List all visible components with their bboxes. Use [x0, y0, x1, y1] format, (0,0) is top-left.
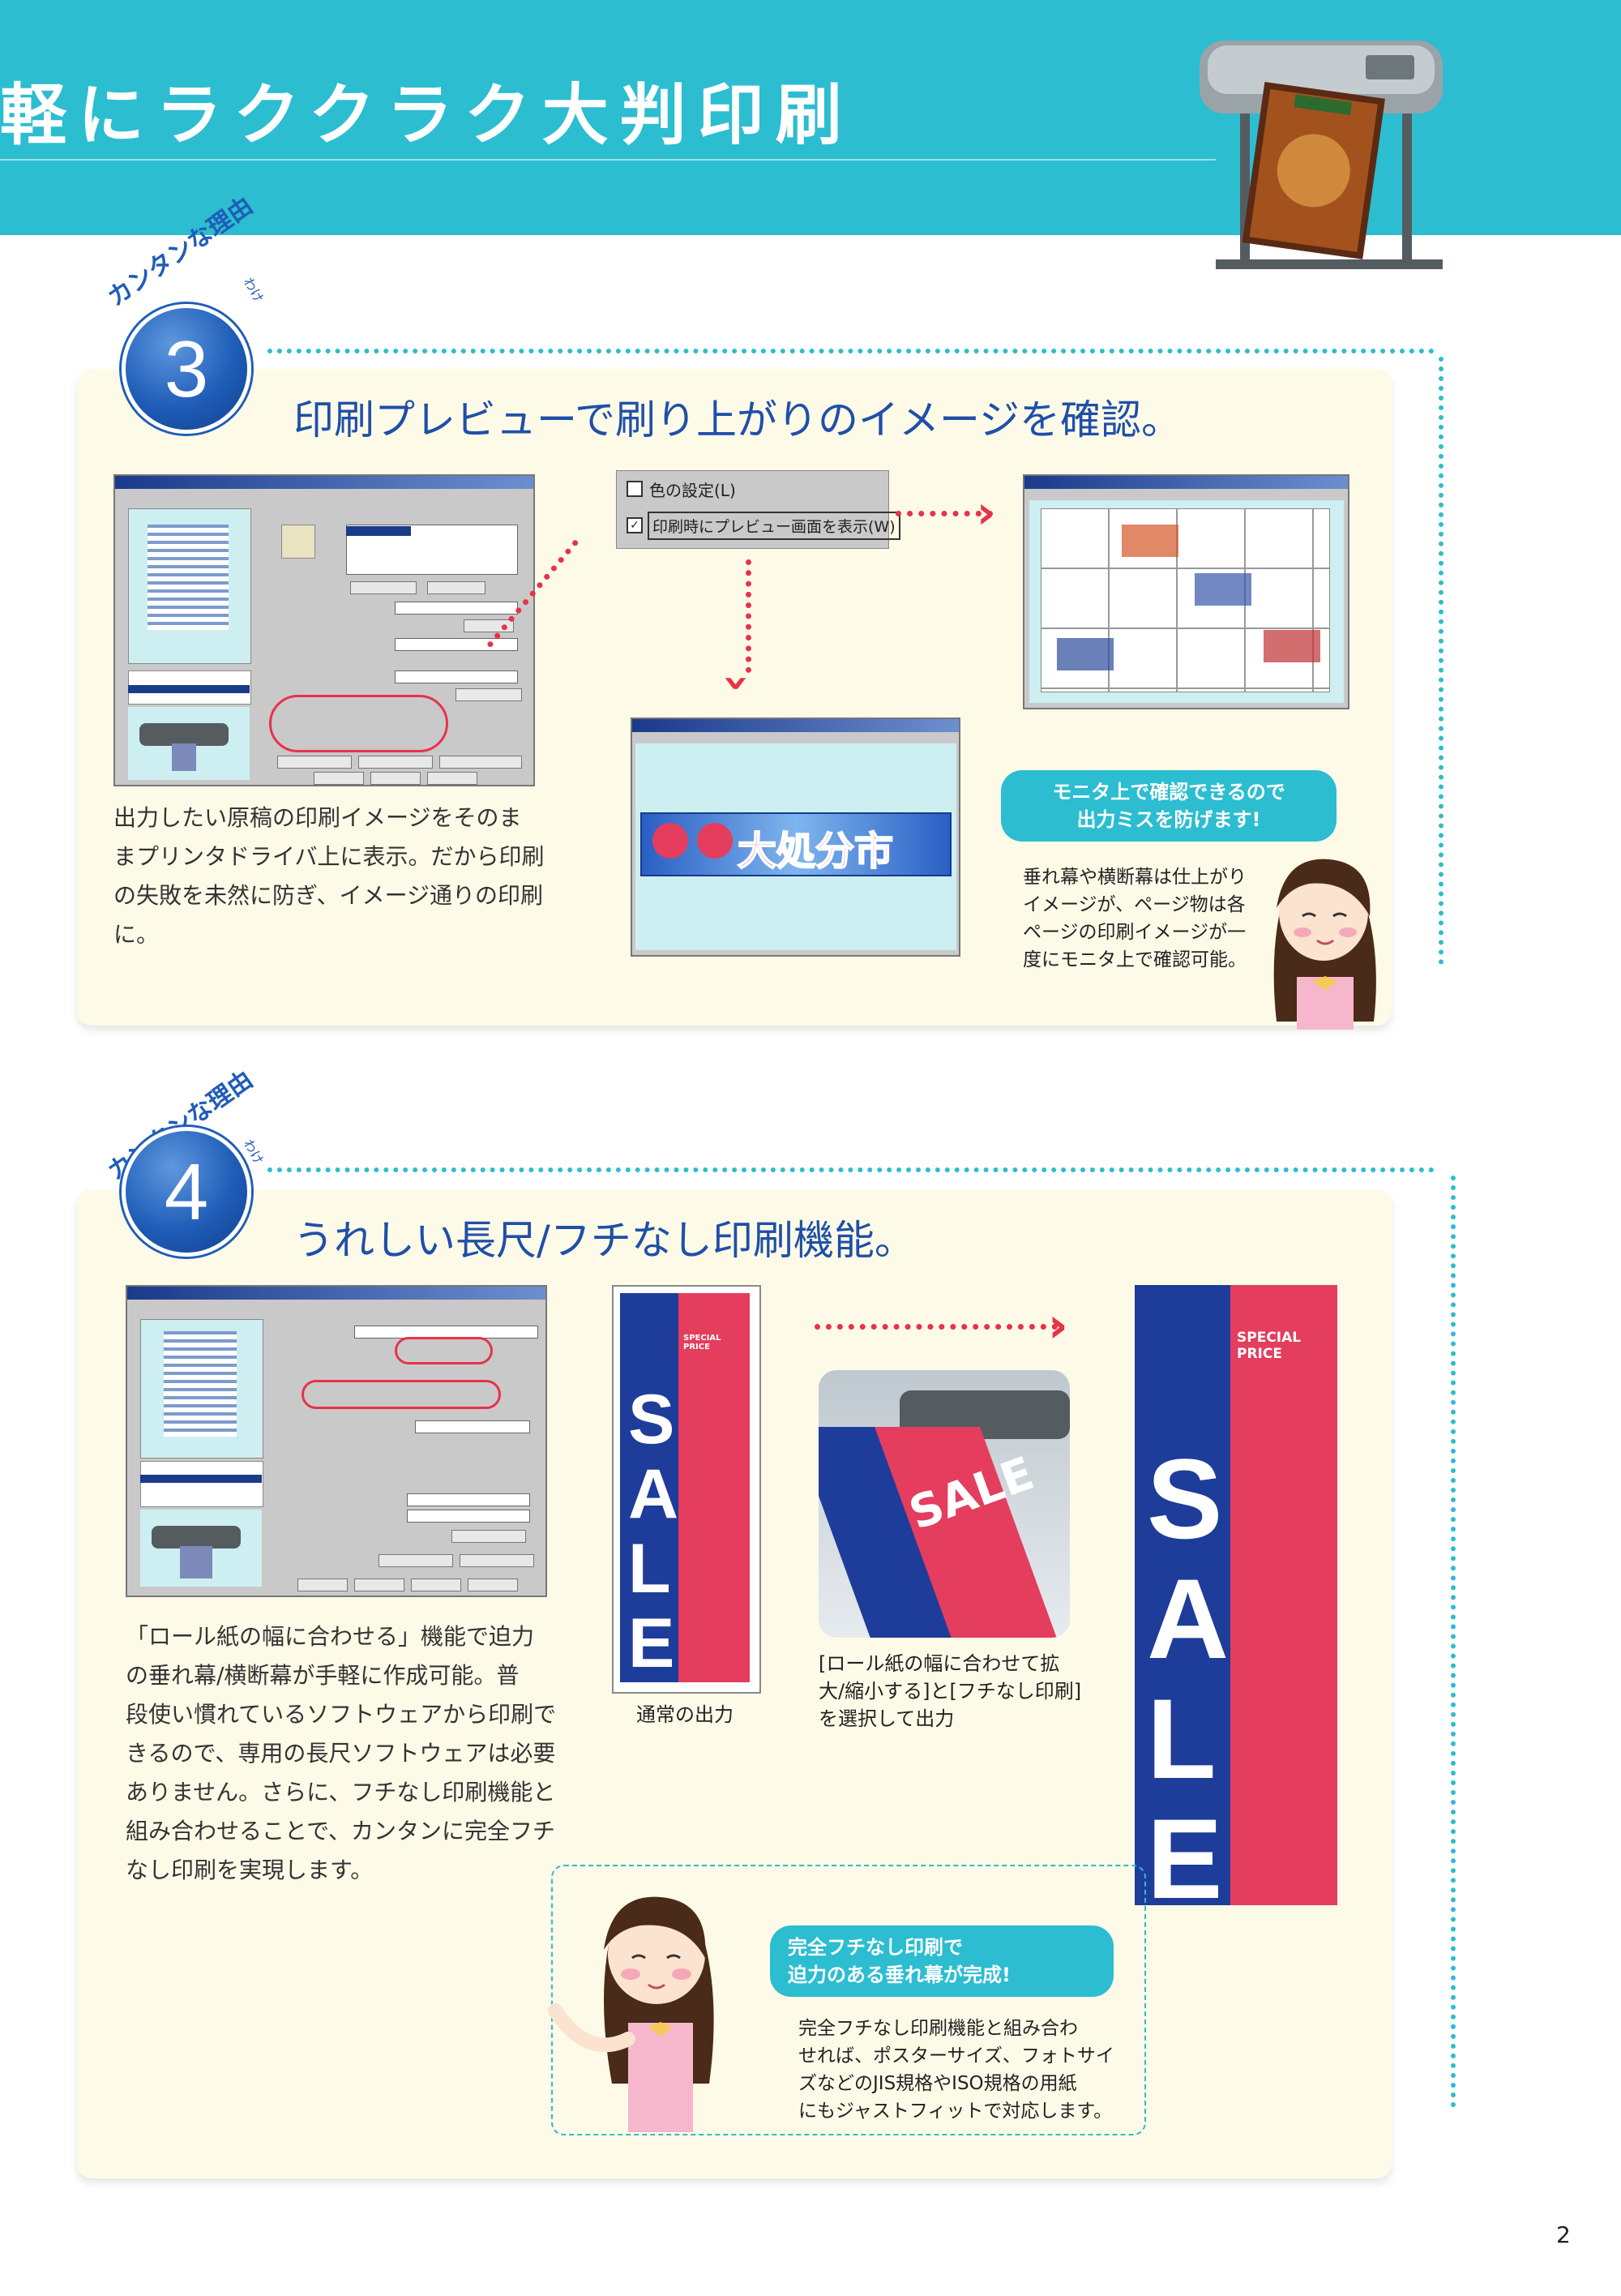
printer-illustration — [1200, 41, 1443, 269]
checkbox-color-label: 色の設定(L) — [649, 481, 736, 500]
reason-number-badge: 4 — [122, 1127, 251, 1257]
section3-dotted-border — [267, 349, 1435, 353]
caption-normal-output: 通常の出力 — [636, 1703, 734, 1726]
page-number: 2 — [1556, 2221, 1571, 2248]
bubble-tail — [1297, 799, 1337, 839]
banner-text: 大処分市 — [737, 828, 894, 875]
character-illustration — [548, 1896, 714, 2132]
page-setup-dialog-screenshot — [126, 1285, 547, 1597]
section4-title: うれしい長尺/フチなし印刷機能。 — [293, 1217, 915, 1264]
section4-dotted-border-right — [1451, 1176, 1456, 2108]
multipage-preview-screenshot — [1023, 474, 1349, 709]
section4-callout-box — [551, 1865, 1146, 2135]
borderless-banner: SPECIAL PRICE SALE — [1135, 1285, 1337, 1905]
reason-ruby: わけ — [240, 275, 267, 306]
arrow-right-dots — [815, 1324, 1058, 1330]
normal-output-banner: SPECIAL PRICE SALE — [620, 1293, 750, 1682]
checkbox-preview[interactable]: ✓ — [627, 517, 643, 533]
banner-preview-screenshot: 大処分市 — [631, 718, 960, 957]
arrow-right-icon: › — [977, 486, 996, 539]
caption-fit-output: [ロール紙の幅に合わせて拡大/縮小する]と[フチなし印刷]を選択して出力 — [819, 1652, 1082, 1730]
header-divider — [0, 159, 1216, 161]
checkbox-color[interactable] — [627, 481, 643, 497]
section4-speech-bubble: 完全フチなし印刷で迫力のある垂れ幕が完成! — [770, 1925, 1114, 1997]
arrow-down-dots — [746, 559, 751, 673]
checkbox-preview-label: 印刷時にプレビュー画面を表示(W) — [648, 512, 900, 540]
section3-body: 出力したい原稿の印刷イメージをそのままプリンタドライバ上に表示。だから印刷の失敗… — [113, 804, 545, 948]
section4-note: 完全フチなし印刷機能と組み合わせれば、ポスターサイズ、フォトサイズなどのJIS規… — [798, 2018, 1114, 2122]
preview-checkbox-strip: 色の設定(L) ✓ 印刷時にプレビュー画面を表示(W) — [616, 470, 900, 549]
page-title: 軽にラククラク大判印刷 — [0, 77, 853, 154]
arrow-right-dots — [896, 511, 993, 516]
section3-title: 印刷プレビューで刷り上がりのイメージを確認。 — [293, 396, 1182, 443]
printer-output-photo: SALE — [819, 1370, 1070, 1638]
section4-body: 「ロール紙の幅に合わせる」機能で迫力の垂れ幕/横断幕が手軽に作成可能。普段使い慣… — [126, 1623, 557, 1883]
section3-dotted-border-right — [1439, 357, 1444, 965]
section3-speech-bubble: モニタ上で確認できるので出力ミスを防げます! — [1001, 770, 1337, 842]
arrow-down-icon: › — [711, 673, 764, 693]
section3-note: 垂れ幕や横断幕は仕上がりイメージが、ページ物は各ページの印刷イメージが一度にモニ… — [1023, 867, 1247, 970]
arrow-right-icon: › — [1048, 1297, 1068, 1354]
section4-dotted-border — [267, 1167, 1435, 1172]
reason-number-badge: 3 — [122, 304, 251, 434]
character-illustration — [1273, 859, 1376, 1030]
driver-dialog-screenshot — [113, 474, 535, 786]
